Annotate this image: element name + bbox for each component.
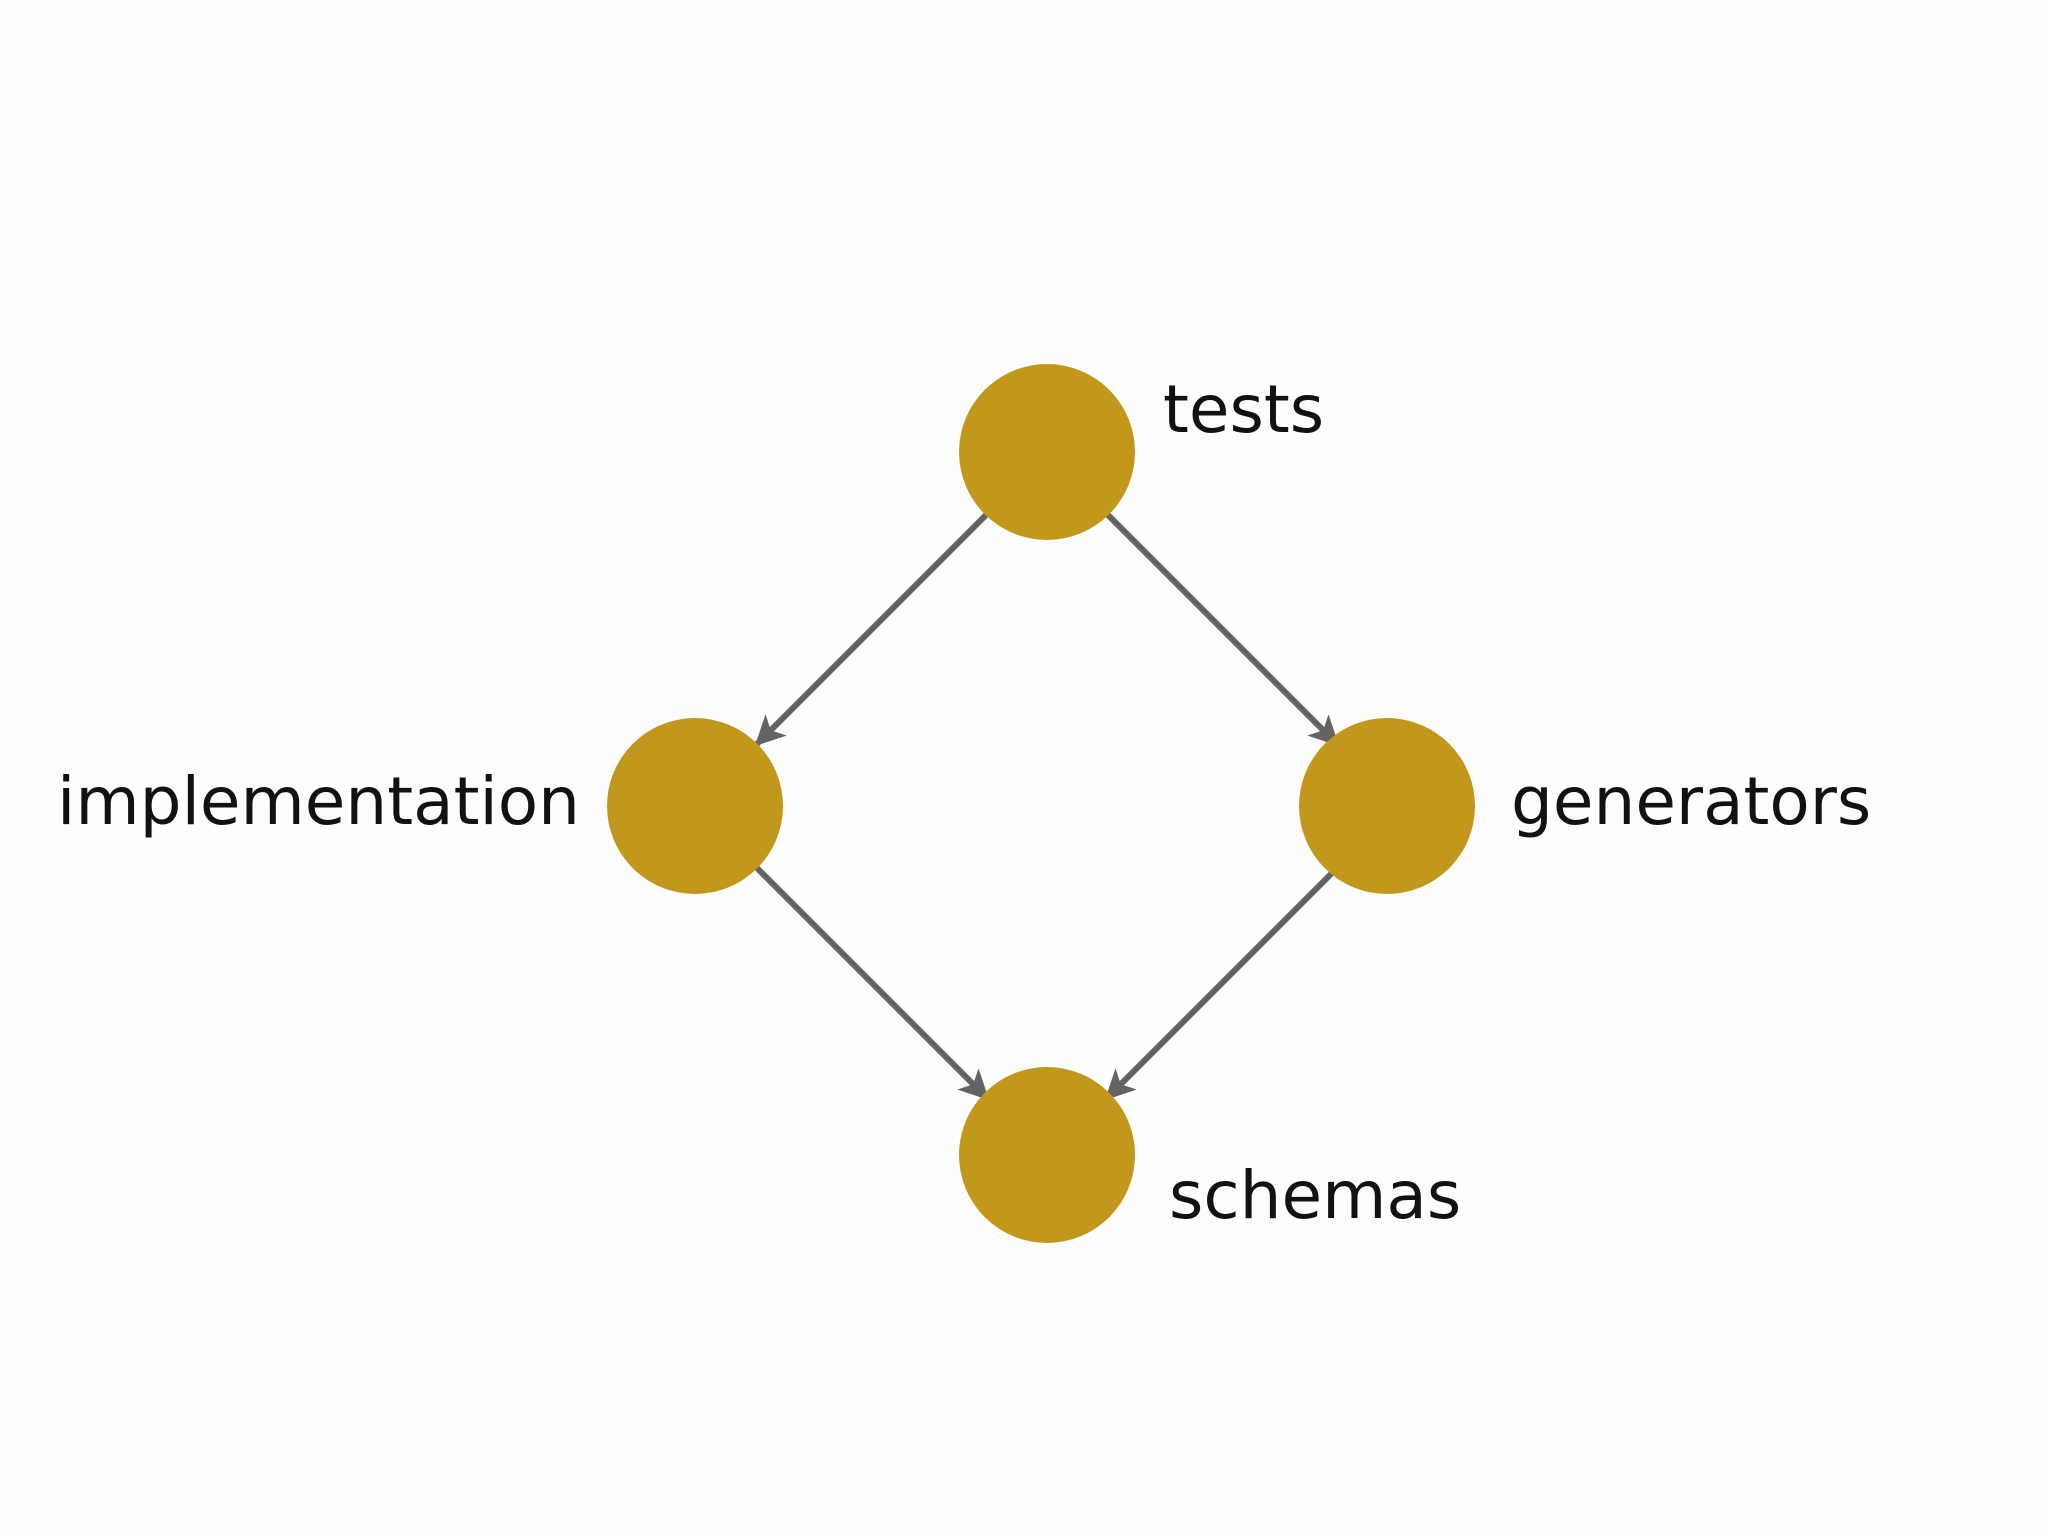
edge-tests-to-implementation bbox=[754, 511, 990, 747]
label-generators: generators bbox=[1511, 763, 1871, 840]
label-implementation: implementation bbox=[57, 763, 580, 840]
label-schemas: schemas bbox=[1169, 1157, 1461, 1234]
node-generators bbox=[1299, 718, 1475, 894]
edge-tests-to-generators bbox=[1104, 511, 1340, 747]
nodes bbox=[607, 364, 1475, 1243]
labels: tests implementation generators schemas bbox=[57, 371, 1871, 1234]
label-tests: tests bbox=[1163, 371, 1324, 448]
edges bbox=[754, 511, 1340, 1101]
node-implementation bbox=[607, 718, 783, 894]
edge-implementation-to-schemas bbox=[754, 865, 990, 1101]
node-schemas bbox=[959, 1067, 1135, 1243]
node-tests bbox=[959, 364, 1135, 540]
edge-generators-to-schemas bbox=[1104, 865, 1340, 1101]
